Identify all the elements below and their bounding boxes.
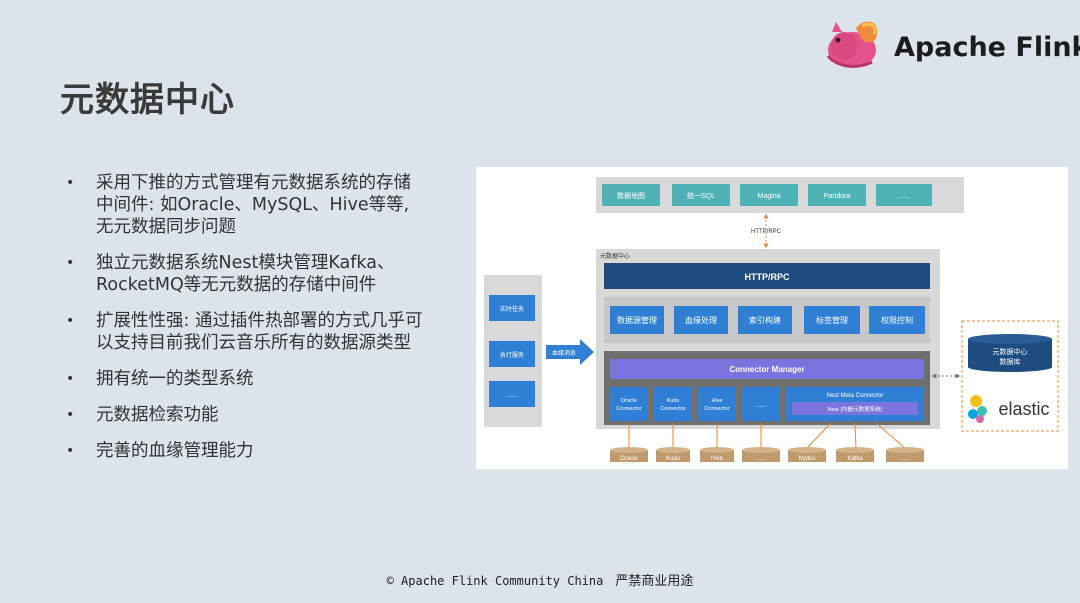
bullet-text: 独立元数据系统Nest模块管理Kafka、RocketMQ等无元数据的存储中间件	[96, 253, 395, 295]
bullet-dot: •	[66, 443, 75, 459]
service-label: 血缘处理	[685, 315, 717, 325]
bottom-store-cylinder: Oracle	[610, 447, 648, 462]
architecture-diagram: 数据地图 统一SQL Magina Pandora ...... HTTP/RP…	[476, 167, 1068, 469]
left-task-label: 实时任务	[500, 305, 524, 313]
connector-label-sub: Connector	[704, 406, 730, 412]
top-app-box: ......	[876, 184, 932, 206]
bullet-item: • 元数据检索功能	[66, 404, 426, 426]
http-rpc-bar	[604, 263, 930, 289]
bottom-store-cylinder: ......	[886, 447, 924, 462]
connector-manager-label: Connector Manager	[729, 365, 804, 374]
connector-label-sub: Connector	[616, 406, 642, 412]
bullet-list: • 采用下推的方式管理有元数据系统的存储中间件: 如Oracle、MySQL、Hi…	[66, 172, 426, 476]
top-app-label: Pandora	[824, 193, 851, 200]
bullet-dot: •	[66, 255, 75, 271]
store-connection-lines	[628, 422, 907, 450]
bullet-dot: •	[66, 175, 75, 191]
bullet-text: 拥有统一的类型系统	[96, 369, 254, 389]
connector-label: Oracle	[621, 398, 637, 404]
http-link-label: HTTP/RPC	[751, 229, 782, 235]
bottom-store-label: Kafka	[847, 456, 863, 462]
service-box: 血缘处理	[674, 306, 728, 334]
left-task-label: 执行服务	[500, 351, 524, 359]
footer-copyright: © Apache Flink Community China	[386, 574, 604, 588]
nest-meta-connector-label: Nest Meta Connector	[827, 393, 884, 399]
left-task-box: ......	[489, 381, 535, 407]
nest-meta-connector-box: Nest Meta Connector Nest (内嵌元数据系统)	[786, 387, 924, 421]
connector-label-sub: Connector	[660, 406, 686, 412]
service-label: 索引构建	[749, 315, 781, 325]
connector-label: Hive	[711, 398, 722, 404]
left-task-label: ......	[507, 393, 517, 399]
bottom-store-label: ......	[900, 456, 910, 462]
architecture-svg: 数据地图 统一SQL Magina Pandora ...... HTTP/RP…	[484, 177, 1059, 462]
bullet-text: 扩展性性强: 通过插件热部署的方式几乎可以支持目前我们云音乐所有的数据源类型	[96, 311, 423, 353]
footer-note: 严禁商业用途	[615, 574, 694, 589]
bullet-item: • 独立元数据系统Nest模块管理Kafka、RocketMQ等无元数据的存储中间…	[66, 252, 426, 296]
elastic-label: elastic	[998, 399, 1049, 419]
top-app-label: ......	[898, 193, 910, 200]
bullet-text: 完善的血缘管理能力	[96, 441, 254, 461]
top-app-label: Magina	[758, 193, 781, 200]
slide-title: 元数据中心	[60, 80, 235, 120]
connector-box: ......	[742, 387, 780, 421]
bottom-store-label: Hive	[711, 456, 724, 462]
connector-label: Kudu	[667, 398, 680, 404]
top-app-box: 统一SQL	[672, 184, 730, 206]
left-task-box: 执行服务	[489, 341, 535, 367]
bullet-item: • 扩展性性强: 通过插件热部署的方式几乎可以支持目前我们云音乐所有的数据源类型	[66, 310, 426, 354]
service-box: 标签管理	[804, 306, 860, 334]
top-app-box: Magina	[740, 184, 798, 206]
service-label: 标签管理	[816, 315, 848, 325]
bottom-store-label: Oracle	[620, 456, 638, 462]
lineage-arrow-label: 血缘消息	[552, 349, 576, 357]
footer: © Apache Flink Community China 严禁商业用途	[0, 570, 1080, 589]
lineage-arrow	[546, 339, 594, 365]
service-label: 数据源管理	[617, 315, 657, 325]
bottom-store-cylinder: Nydus	[788, 447, 826, 462]
top-app-label: 数据地图	[617, 191, 645, 200]
service-box: 数据源管理	[610, 306, 664, 334]
top-app-box: 数据地图	[602, 184, 660, 206]
left-task-box: 实时任务	[489, 295, 535, 321]
top-app-label: 统一SQL	[687, 191, 715, 200]
bottom-store-cylinder: Hive	[700, 447, 734, 462]
elastic-logo: elastic	[964, 389, 1054, 425]
metadata-center-label: 元数据中心	[600, 252, 630, 260]
bottom-store-cylinder: Kafka	[836, 447, 874, 462]
bottom-store-cylinder: Kudu	[656, 447, 690, 462]
apache-flink-logo: Apache Flink	[820, 14, 1080, 78]
bottom-store-label: Kudu	[666, 456, 680, 462]
elastic-icon	[970, 395, 982, 407]
bullet-item: • 拥有统一的类型系统	[66, 368, 426, 390]
bottom-store-label: ......	[756, 456, 766, 462]
flink-squirrel-icon	[826, 21, 878, 68]
bullet-item: • 完善的血缘管理能力	[66, 440, 426, 462]
db-label-1: 元数据中心	[993, 347, 1028, 356]
service-box: 索引构建	[738, 306, 792, 334]
service-label: 权限控制	[881, 315, 913, 325]
connector-manager-bar	[610, 359, 924, 379]
bullet-text: 元数据检索功能	[96, 405, 219, 425]
storage-panel	[961, 320, 1059, 432]
bullet-dot: •	[66, 371, 75, 387]
http-rpc-bar-label: HTTP/RPC	[745, 272, 791, 282]
bottom-store-label: Nydus	[798, 456, 815, 462]
bullet-text: 采用下推的方式管理有元数据系统的存储中间件: 如Oracle、MySQL、Hiv…	[96, 173, 411, 237]
connector-label: ......	[756, 403, 766, 409]
bottom-store-cylinder: ......	[742, 447, 780, 462]
top-app-box: Pandora	[808, 184, 866, 206]
logo-text: Apache Flink	[894, 32, 1080, 63]
bullet-dot: •	[66, 407, 75, 423]
bullet-item: • 采用下推的方式管理有元数据系统的存储中间件: 如Oracle、MySQL、Hi…	[66, 172, 426, 238]
bullet-dot: •	[66, 313, 75, 329]
service-box: 权限控制	[869, 306, 925, 334]
metadata-db-icon: 元数据中心 数据库	[968, 334, 1052, 372]
db-label-2: 数据库	[1000, 357, 1021, 366]
nest-inner-label: Nest (内嵌元数据系统)	[827, 405, 882, 413]
